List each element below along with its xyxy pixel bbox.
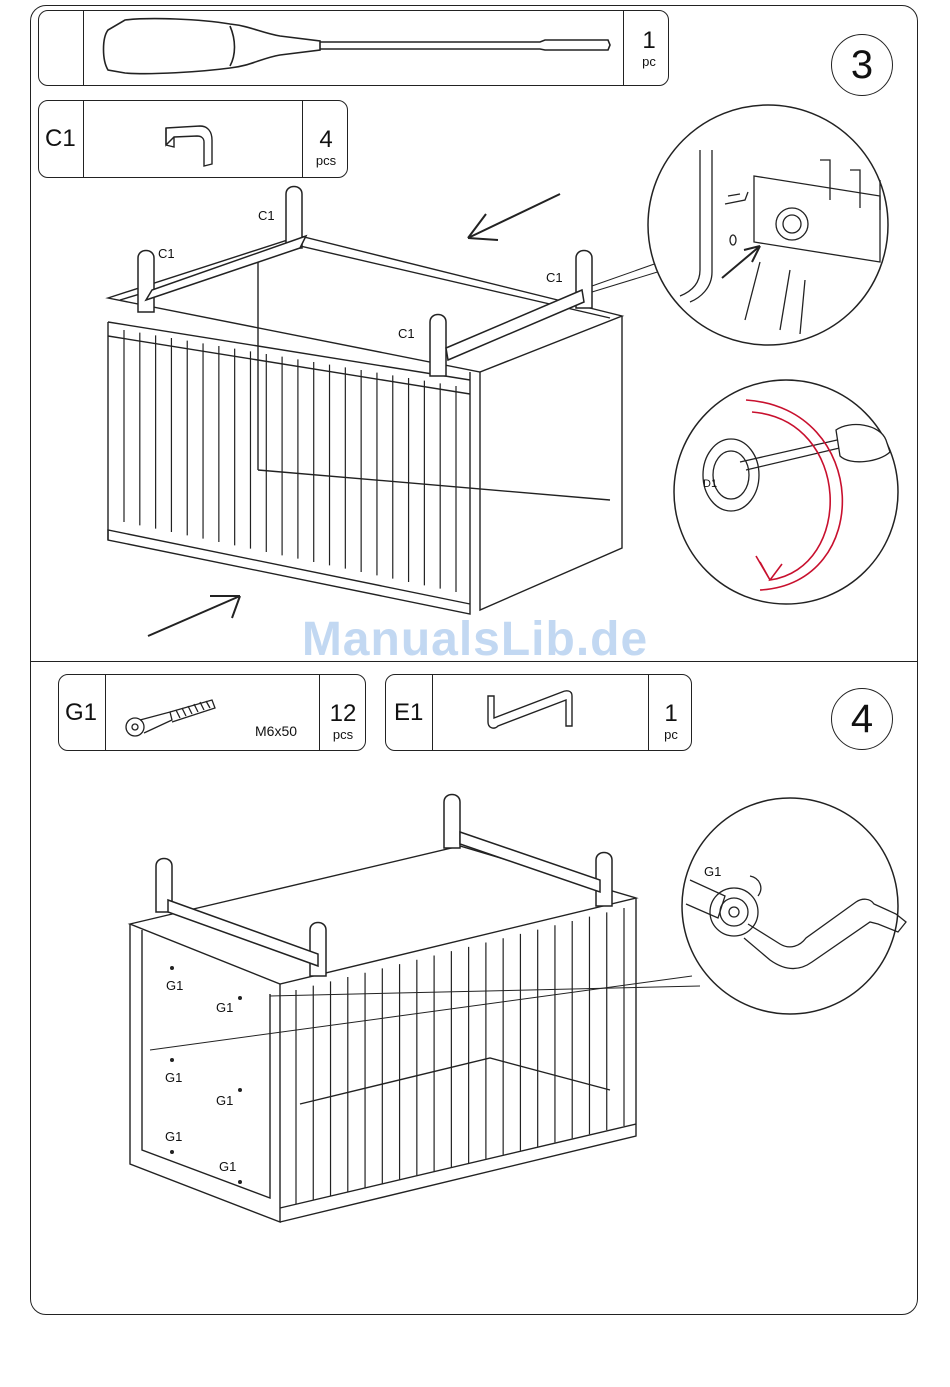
detail-label-g1: G1 bbox=[704, 864, 721, 879]
